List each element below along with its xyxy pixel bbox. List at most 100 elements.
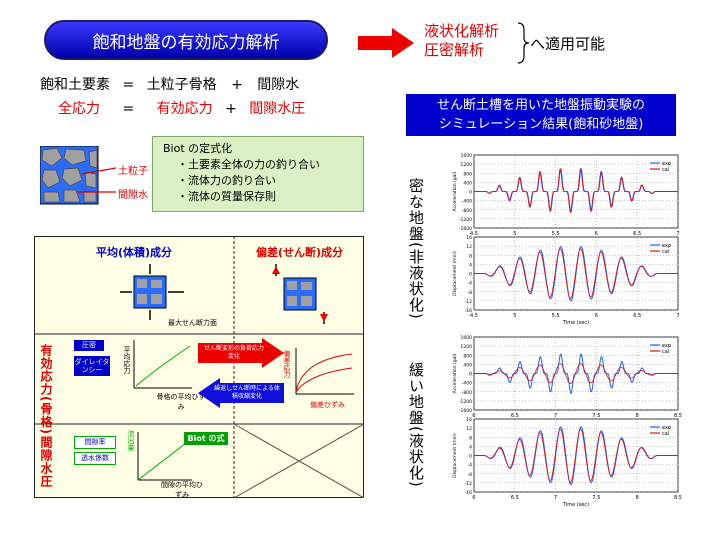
avg-stress-label: 平均応力 xyxy=(123,346,131,374)
target-liquefaction: 液状化解析 xyxy=(424,22,500,40)
eq2-equals: = xyxy=(122,101,135,117)
label-pore-water: 間隙水 xyxy=(118,190,148,201)
pore-curve xyxy=(137,432,192,481)
chart-2-ytick-8: 1600 xyxy=(461,335,473,341)
chart-0-legend-exp: exp xyxy=(662,161,671,167)
chart-1-ylabel: Displacement (mm) xyxy=(452,251,458,296)
chart-3-xtick-5: 8.5 xyxy=(674,495,682,501)
biot-equation-tag: Biot の式 xyxy=(184,432,228,445)
chart-2-ylabel: Acceleration (gal) xyxy=(452,353,458,393)
chart-2-xtick-5: 8.5 xyxy=(674,413,682,419)
chart-1-legend-exp: exp xyxy=(662,243,671,249)
page-title: 飽和地盤の有効応力解析 xyxy=(44,20,328,60)
pore-strain-label: 間隙の平均ひずみ xyxy=(161,481,203,499)
red-arrow-icon xyxy=(358,28,414,58)
skeleton-strain-label: 骨格の平均ひずみ xyxy=(156,393,206,411)
chart-0-ytick-0: -1600 xyxy=(459,226,472,232)
chart-2-ytick-2: -800 xyxy=(462,390,472,396)
chart-1-ytick-0: -16 xyxy=(465,308,472,314)
chart-0-xtick-4: 6.5 xyxy=(633,231,641,237)
chart-1-legend-cal: cal xyxy=(662,249,669,255)
chart-1-ytick-2: -8 xyxy=(468,290,473,296)
chart-0-ytick-6: 800 xyxy=(463,171,472,177)
shear-element xyxy=(272,264,328,324)
chart-3-xtick-4: 8 xyxy=(636,495,639,501)
chart-2-xtick-0: 6 xyxy=(472,413,475,419)
chart-2-xtick-2: 7 xyxy=(554,413,557,419)
chart-3-legend-exp: exp xyxy=(662,425,671,431)
chart-3-series-cal xyxy=(474,428,678,483)
chart-1-xtick-1: 5 xyxy=(513,313,516,319)
porosity-tag: 間隙率 xyxy=(74,436,116,449)
chart-0-xtick-0: 4.5 xyxy=(470,231,478,237)
chart-0-xtick-3: 6 xyxy=(595,231,598,237)
chart-1-ytick-6: 8 xyxy=(469,253,472,259)
chart-0-xtick-1: 5 xyxy=(513,231,516,237)
chart-1-ytick-8: 16 xyxy=(466,235,472,241)
soil-element-diagram xyxy=(40,146,117,205)
chart-2-xtick-4: 8 xyxy=(636,413,639,419)
chart-3-ytick-4: 0 xyxy=(469,454,472,460)
chart-0-ylabel: Acceleration (gal) xyxy=(452,171,458,211)
chart-3-ytick-5: 4 xyxy=(469,444,472,450)
chart-3-ytick-0: -16 xyxy=(465,490,472,496)
chart-1-ytick-4: 0 xyxy=(469,272,472,278)
equation-saturated: 飽和土要素 = 土粒子骨格 + 間隙水 xyxy=(40,74,299,94)
chart-2-xtick-1: 6.5 xyxy=(511,413,519,419)
eq1-equals: = xyxy=(122,77,135,93)
dilatancy-tag: ダイレイタンシー xyxy=(74,356,110,376)
chart-1-ytick-7: 12 xyxy=(466,244,472,250)
chart-0-ytick-8: 1600 xyxy=(461,153,473,159)
volumetric-curve xyxy=(133,340,192,389)
volumetric-element xyxy=(120,264,184,320)
chart-1-xtick-4: 6.5 xyxy=(633,313,641,319)
eq1-term-b: 土粒子骨格 xyxy=(146,77,217,93)
chart-3-ytick-2: -8 xyxy=(468,472,473,478)
eq2-plus: + xyxy=(225,101,237,117)
chart-1-ytick-3: -4 xyxy=(468,281,473,287)
applicable-label: へ適用可能 xyxy=(530,35,606,53)
chart-1-xtick-0: 4.5 xyxy=(470,313,478,319)
row-effective-stress: 有効応力(骨格) xyxy=(39,344,53,435)
chart-2-ytick-3: -400 xyxy=(462,381,472,387)
chart-3-ytick-6: 8 xyxy=(469,435,472,441)
chart-2-ytick-5: 400 xyxy=(463,362,472,368)
permeability-tag: 透水係数 xyxy=(74,452,116,465)
chart-2-ytick-7: 1200 xyxy=(461,344,473,350)
max-shear-plane-label: 最大せん断力面 xyxy=(168,319,217,327)
chart-0-ytick-2: -800 xyxy=(462,208,472,214)
chart-1-ytick-1: -12 xyxy=(465,299,472,305)
chart-3-ytick-3: -4 xyxy=(468,463,473,469)
chart-3-legend-cal: cal xyxy=(662,431,669,437)
label-soil-particle: 土粒子 xyxy=(118,166,148,177)
chart-3-ytick-8: 16 xyxy=(466,417,472,423)
target-consolidation: 圧密解析 xyxy=(424,41,485,59)
biot-item-3: ・流体の質量保存則 xyxy=(177,190,276,203)
chart-0-ytick-4: 0 xyxy=(469,190,472,196)
row-pore-pressure: 間隙水圧 xyxy=(39,436,53,488)
chart-1-xtick-2: 5.5 xyxy=(552,313,560,319)
chart-0-legend-cal: cal xyxy=(662,167,669,173)
chart-2-ytick-1: -1200 xyxy=(459,399,472,405)
chart-0-ytick-3: -400 xyxy=(462,199,472,205)
chart-3-xtick-3: 7.5 xyxy=(592,495,600,501)
arrow-right-red xyxy=(198,338,284,368)
arrow1-text: せん断変形の負荷応力変化 xyxy=(204,345,265,360)
chart-3-xlabel: Time (sec) xyxy=(562,502,589,508)
chart-1-xlabel: Time (sec) xyxy=(562,320,589,326)
chart-2-ytick-6: 800 xyxy=(463,353,472,359)
target-list: 液状化解析 圧密解析 xyxy=(424,22,499,60)
chart-2-legend-cal: cal xyxy=(662,349,669,355)
col-average: 平均(体積)成分 xyxy=(96,246,173,259)
brace-icon xyxy=(517,22,530,64)
grid-lines xyxy=(34,236,364,498)
chart-2-ytick-0: -1600 xyxy=(459,408,472,414)
chart-0-xtick-5: 7 xyxy=(676,231,679,237)
dense-ground-label: 密な地盤(非液状化) xyxy=(407,178,425,320)
eq1-term-a: 飽和土要素 xyxy=(40,77,110,93)
outflow-label: 流出量 xyxy=(127,430,135,451)
chart-1-xtick-5: 7 xyxy=(676,313,679,319)
chart-2-legend-exp: exp xyxy=(662,343,671,349)
consolidation-tag: 圧密 xyxy=(74,340,104,351)
chart-1-xtick-3: 6 xyxy=(595,313,598,319)
